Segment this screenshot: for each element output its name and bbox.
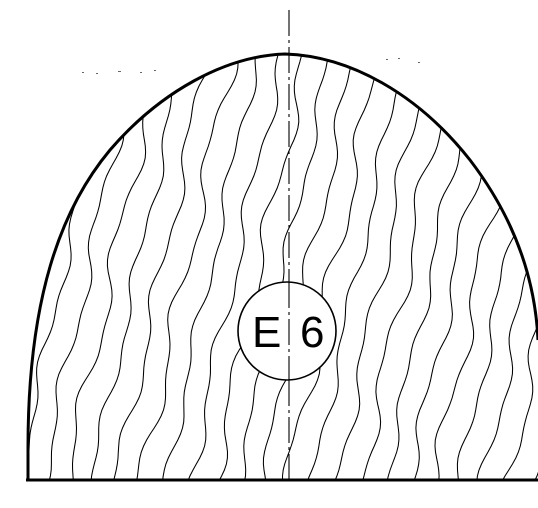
- grain-line: [186, 54, 282, 480]
- grain-line: [306, 54, 411, 480]
- grain-line: [112, 54, 217, 480]
- section-label-marker: E 6: [237, 281, 337, 381]
- speck: [82, 72, 84, 73]
- grain-line: [71, 54, 160, 480]
- grain-line: [333, 54, 432, 480]
- grain-line: [48, 54, 131, 480]
- grain-line: [386, 54, 479, 480]
- speck: [140, 72, 142, 73]
- label-number: 6: [300, 308, 324, 357]
- arch-outline: [26, 52, 538, 480]
- grain-line: [28, 54, 110, 480]
- scan-specks: [82, 58, 420, 74]
- grain-line: [434, 54, 533, 480]
- grain-line: [243, 54, 331, 480]
- grain-lines: [28, 54, 538, 480]
- speck: [418, 62, 420, 63]
- grain-line: [476, 54, 538, 480]
- grain-line: [501, 54, 538, 480]
- grain-line: [361, 54, 452, 480]
- grain-line: [135, 54, 239, 480]
- label-circle: [237, 281, 337, 381]
- grain-line: [217, 54, 305, 480]
- speck: [118, 71, 121, 72]
- grain-line: [161, 54, 258, 480]
- speck: [386, 59, 388, 60]
- grain-line: [281, 54, 391, 480]
- grain-line: [90, 54, 191, 480]
- grain-line: [413, 54, 506, 480]
- label-letter: E: [252, 308, 281, 357]
- grain-line: [533, 54, 538, 480]
- speck: [398, 58, 400, 59]
- speck: [154, 70, 156, 71]
- grain-line: [262, 54, 360, 480]
- speck: [96, 73, 98, 74]
